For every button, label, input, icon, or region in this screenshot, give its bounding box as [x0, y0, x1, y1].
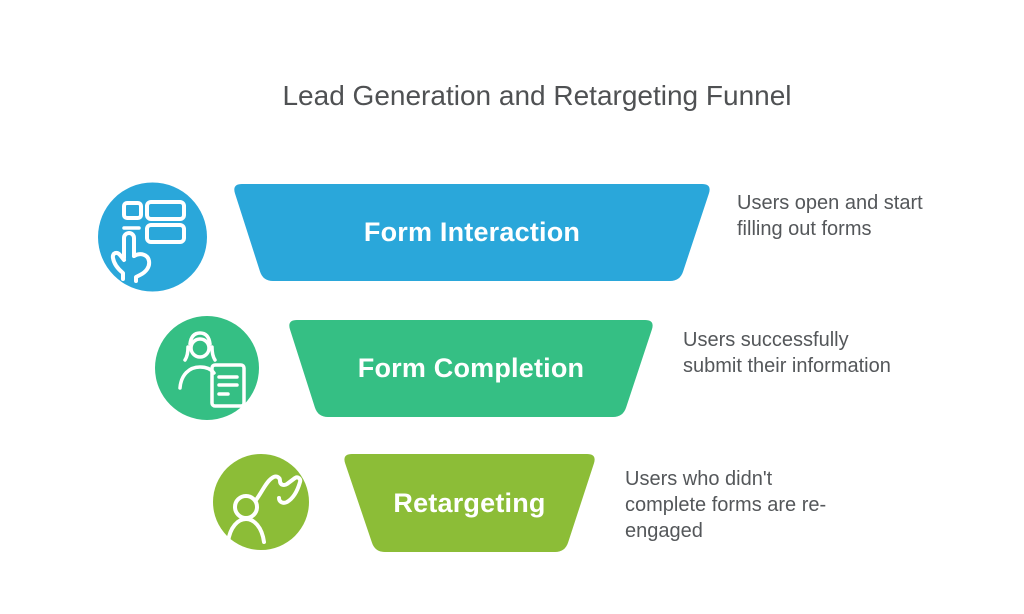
- stage1-icon-circle: [98, 182, 207, 292]
- form-tap-icon: [98, 182, 207, 292]
- stage3-icon-circle: [213, 454, 309, 550]
- stage1-description: Users open and start filling out forms: [737, 192, 923, 240]
- stage2-label: Form Completion: [357, 353, 585, 383]
- stage2-description: Users successfully submit their informat…: [683, 329, 891, 377]
- stage1-trapezoid: [234, 184, 710, 281]
- stage2-trapezoid: [289, 320, 653, 417]
- page-title: Lead Generation and Retargeting Funnel: [282, 80, 792, 111]
- stage3-trapezoid: [344, 454, 595, 552]
- stage3-description: Users who didn't complete forms are re-e…: [625, 468, 827, 542]
- stage1-label: Form Interaction: [363, 217, 581, 247]
- person-document-icon: [155, 316, 259, 420]
- person-return-arrow-icon: [213, 454, 309, 550]
- stage3-label: Retargeting: [393, 487, 546, 518]
